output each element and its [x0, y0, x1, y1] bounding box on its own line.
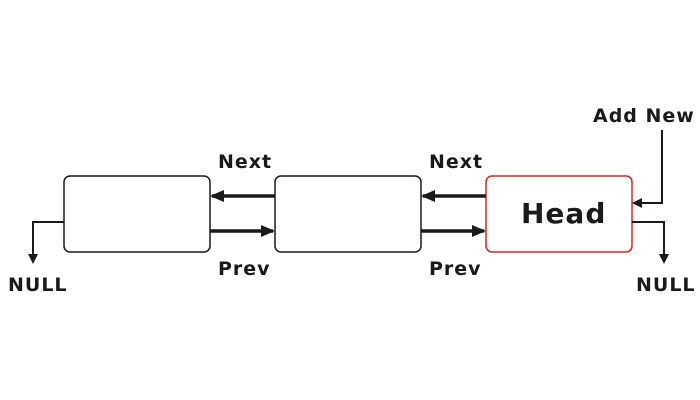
- null-arrow-right: [632, 221, 669, 264]
- null-arrow-left: [28, 221, 64, 264]
- null-label-right: NULL: [636, 274, 696, 296]
- next-label-left: Next: [218, 151, 273, 173]
- next-label-right: Next: [429, 151, 484, 173]
- add-new-arrow: [632, 130, 663, 208]
- add-new-label: Add New: [593, 105, 695, 127]
- null-label-left: NULL: [8, 274, 68, 296]
- head-node-label: Head: [521, 197, 607, 230]
- prev-label-left: Prev: [218, 258, 271, 280]
- node-1-box: [63, 175, 211, 253]
- node-2-box: [274, 175, 422, 253]
- head-node-box: [485, 175, 633, 253]
- prev-label-right: Prev: [429, 258, 482, 280]
